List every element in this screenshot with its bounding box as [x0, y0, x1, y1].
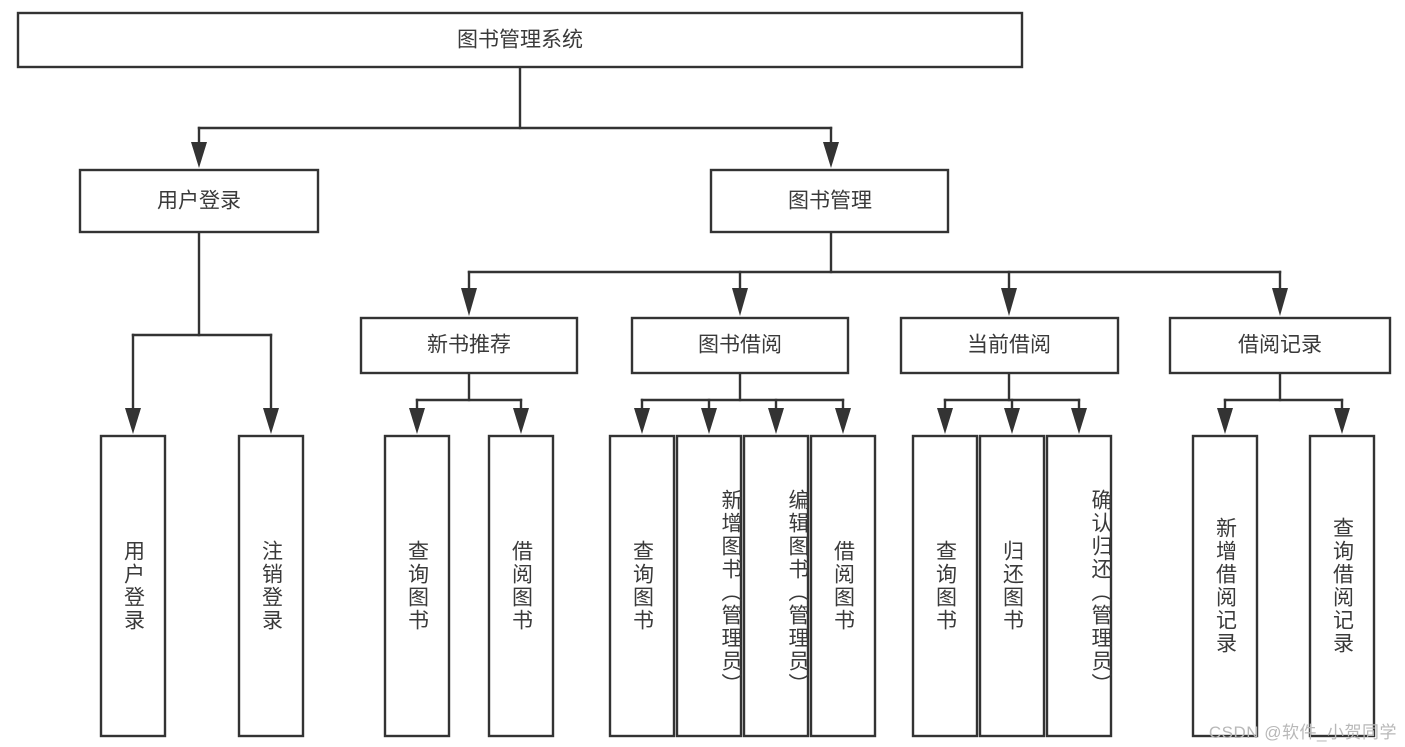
node-box-leaf-current-borrow-1[interactable] — [911, 434, 979, 738]
arrow-head-book-borrow-leaf3 — [768, 408, 784, 434]
arrow-head-book-borrow — [732, 288, 748, 316]
arrow-head-book-borrow-leaf1 — [634, 408, 650, 434]
node-label-book-borrow: 图书借阅 — [698, 334, 782, 357]
node-box-borrow-record[interactable] — [1168, 316, 1392, 375]
connector-group-new-book — [409, 371, 529, 434]
arrow-head-new-book — [461, 288, 477, 316]
arrow-head-borrow-record-leaf2 — [1334, 408, 1350, 434]
node-box-book-borrow[interactable] — [630, 316, 850, 375]
node-label-book-management: 图书管理 — [788, 190, 872, 213]
node-box-leaf-book-borrow-3[interactable] — [742, 434, 810, 738]
connector-group-user-login — [125, 230, 279, 434]
watermark-text: CSDN @软件_小贺同学 — [1208, 723, 1397, 742]
node-box-leaf-user-login-2[interactable] — [237, 434, 305, 738]
node-box-new-book-recommend[interactable] — [359, 316, 579, 375]
node-box-leaf-book-borrow-4[interactable] — [809, 434, 877, 738]
arrow-head-borrow-record-leaf1 — [1217, 408, 1233, 434]
arrow-head-book-borrow-leaf2 — [701, 408, 717, 434]
connector-group-book-borrow — [634, 371, 851, 434]
arrow-head-book-mgmt — [823, 142, 839, 168]
node-box-leaf-book-borrow-2[interactable] — [675, 434, 743, 738]
node-box-leaf-current-borrow-2[interactable] — [978, 434, 1046, 738]
connector-group-current-borrow — [937, 371, 1087, 434]
connector-group-borrow-record — [1217, 371, 1350, 434]
node-box-leaf-current-borrow-3[interactable] — [1045, 434, 1113, 738]
arrow-head-borrow-record — [1272, 288, 1288, 316]
node-box-current-borrow[interactable] — [899, 316, 1120, 375]
node-label-current-borrow: 当前借阅 — [967, 334, 1051, 357]
node-label-borrow-record: 借阅记录 — [1238, 334, 1322, 357]
connector-group-root — [191, 65, 839, 168]
node-label-root: 图书管理系统 — [457, 29, 583, 52]
arrow-head-new-book-leaf2 — [513, 408, 529, 434]
node-box-user-login[interactable] — [78, 168, 320, 234]
arrow-head-current-borrow — [1001, 288, 1017, 316]
node-box-root[interactable] — [16, 11, 1024, 69]
arrow-head-book-borrow-leaf4 — [835, 408, 851, 434]
connector-group-book-mgmt — [461, 230, 1288, 316]
node-box-leaf-book-borrow-1[interactable] — [608, 434, 676, 738]
node-label-user-login: 用户登录 — [157, 190, 241, 213]
node-box-leaf-user-login-1[interactable] — [99, 434, 167, 738]
node-box-leaf-borrow-record-1[interactable] — [1191, 434, 1259, 738]
node-label-new-book-recommend: 新书推荐 — [427, 334, 511, 357]
node-box-leaf-new-book-1[interactable] — [383, 434, 451, 738]
node-box-leaf-borrow-record-2[interactable] — [1308, 434, 1376, 738]
arrow-head-user-login-leaf2 — [263, 408, 279, 434]
node-box-book-management[interactable] — [709, 168, 950, 234]
arrow-head-new-book-leaf1 — [409, 408, 425, 434]
arrow-head-user-login-leaf1 — [125, 408, 141, 434]
arrow-head-current-borrow-leaf3 — [1071, 408, 1087, 434]
node-box-leaf-new-book-2[interactable] — [487, 434, 555, 738]
arrow-head-current-borrow-leaf2 — [1004, 408, 1020, 434]
arrow-head-user-login — [191, 142, 207, 168]
arrow-head-current-borrow-leaf1 — [937, 408, 953, 434]
